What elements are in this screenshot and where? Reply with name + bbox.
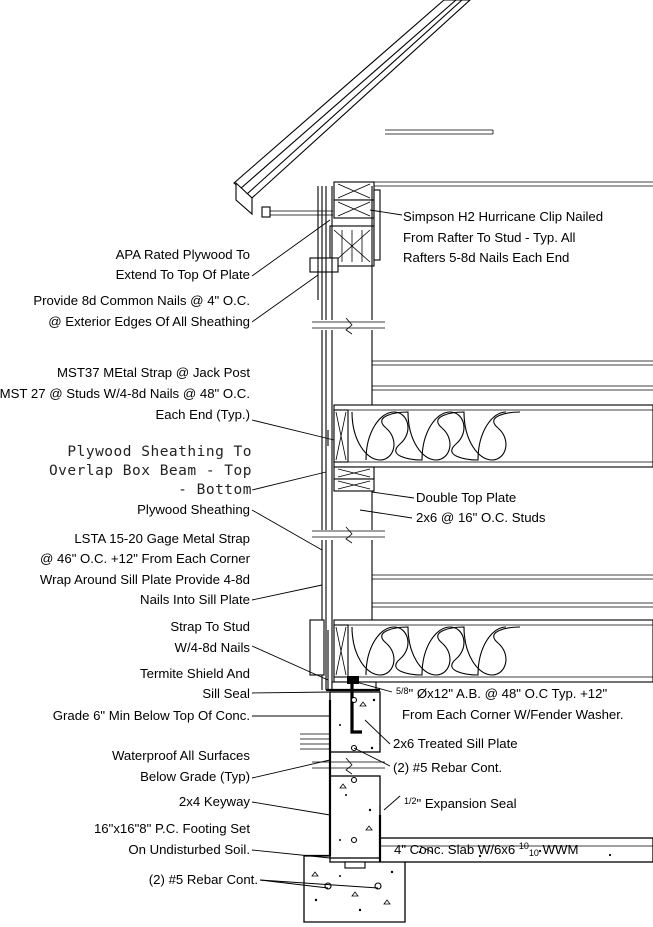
box-beam-lower [333,619,653,683]
footing [303,855,406,923]
svg-text:From Each Corner W/Fender Wash: From Each Corner W/Fender Washer. [402,707,624,722]
callout-keyway: 2x4 Keyway [179,794,251,809]
svg-text:2x4 Keyway: 2x4 Keyway [179,794,251,809]
callout-hurricane-clip: Simpson H2 Hurricane Clip Nailed From Ra… [403,209,603,265]
svg-text:LSTA 15-20 Gage Metal Strap: LSTA 15-20 Gage Metal Strap [74,531,250,546]
svg-text:W/4-8d Nails: W/4-8d Nails [175,640,251,655]
callout-grade: Grade 6" Min Below Top Of Conc. [53,708,250,723]
svg-text:Rafters 5-8d Nails Each End: Rafters 5-8d Nails Each End [403,250,569,265]
roof-rafter [233,0,471,218]
svg-text:Simpson H2 Hurricane Clip Nail: Simpson H2 Hurricane Clip Nailed [403,209,603,224]
lower-wall [309,408,385,690]
callout-termite-shield: Termite Shield And Sill Seal [140,666,250,701]
svg-text:Plywood Sheathing To: Plywood Sheathing To [67,444,252,460]
callout-waterproof: Waterproof All Surfaces Below Grade (Typ… [112,748,250,784]
svg-text:- Bottom: - Bottom [178,482,252,498]
svg-text:Termite Shield And: Termite Shield And [140,666,250,681]
callout-double-top-plate: Double Top Plate [416,490,516,505]
svg-text:4" Conc. Slab W/6x6 1010 WWM: 4" Conc. Slab W/6x6 1010 WWM [394,841,578,858]
callout-sill-plate: 2x6 Treated Sill Plate [393,736,518,751]
callout-apa-plywood: APA Rated Plywood To Extend To Top Of Pl… [116,247,250,282]
svg-text:Waterproof All Surfaces: Waterproof All Surfaces [112,748,250,763]
svg-text:MST37 MEtal Strap @ Jack Post: MST37 MEtal Strap @ Jack Post [57,365,250,380]
box-beam-upper [333,404,653,468]
callout-mst-strap: MST37 MEtal Strap @ Jack Post MST 27 @ S… [0,365,250,422]
svg-text:Provide 8d Common Nails @ 4" O: Provide 8d Common Nails @ 4" O.C. [33,293,250,308]
callout-rebar-wall: (2) #5 Rebar Cont. [393,760,502,775]
svg-text:(2) #5 Rebar Cont.: (2) #5 Rebar Cont. [393,760,502,775]
callout-lsta-strap: LSTA 15-20 Gage Metal Strap @ 46" O.C. +… [40,531,251,607]
ceiling-lines [372,129,653,187]
svg-text:From Rafter To Stud - Typ. All: From Rafter To Stud - Typ. All [403,230,576,245]
svg-text:Below Grade (Typ): Below Grade (Typ) [140,769,250,784]
svg-text:2x6 @ 16" O.C. Studs: 2x6 @ 16" O.C. Studs [416,510,546,525]
leader-lines [251,209,433,889]
upper-wall [312,186,385,408]
slab [378,805,653,863]
callout-slab: 4" Conc. Slab W/6x6 1010 WWM [394,841,578,858]
svg-text:Sill Seal: Sill Seal [202,686,250,701]
svg-text:Double Top Plate: Double Top Plate [416,490,516,505]
header-plates [309,181,381,273]
callout-plywood-sheathing: Plywood Sheathing [137,502,250,517]
svg-text:@ 46" O.C. +12" From Each Corn: @ 46" O.C. +12" From Each Corner [40,551,251,566]
svg-text:MST 27 @ Studs W/4-8d Nails @: MST 27 @ Studs W/4-8d Nails @ 48" O.C. [0,386,250,401]
svg-text:5/8" Øx12" A.B. @ 48" O.C Typ.: 5/8" Øx12" A.B. @ 48" O.C Typ. +12" [396,686,607,701]
svg-text:Grade 6" Min Below Top Of Conc: Grade 6" Min Below Top Of Conc. [53,708,250,723]
callout-overlap-box-beam: Plywood Sheathing To Overlap Box Beam - … [49,444,252,498]
svg-text:2x6 Treated Sill Plate: 2x6 Treated Sill Plate [393,736,518,751]
svg-text:Extend To Top Of Plate: Extend To Top Of Plate [116,267,250,282]
callout-strap-to-stud: Strap To Stud W/4-8d Nails [170,619,250,655]
svg-text:16"x16"8" P.C. Footing Set: 16"x16"8" P.C. Footing Set [94,821,250,836]
foundation-wall [300,676,385,859]
callout-expansion-seal: 1/2" Expansion Seal [404,796,517,811]
floor-joist-lines-lower [372,574,653,608]
svg-text:(2) #5 Rebar Cont.: (2) #5 Rebar Cont. [149,872,258,887]
svg-text:Wrap Around Sill Plate Provide: Wrap Around Sill Plate Provide 4-8d [40,572,250,587]
svg-text:Strap To Stud: Strap To Stud [170,619,250,634]
svg-text:On Undisturbed Soil.: On Undisturbed Soil. [128,842,250,857]
callout-8d-nails: Provide 8d Common Nails @ 4" O.C. @ Exte… [33,293,250,329]
svg-text:1/2" Expansion Seal: 1/2" Expansion Seal [404,796,517,811]
callout-studs: 2x6 @ 16" O.C. Studs [416,510,546,525]
svg-text:Overlap Box Beam - Top: Overlap Box Beam - Top [49,463,252,479]
callout-anchor-bolt: 5/8" Øx12" A.B. @ 48" O.C Typ. +12" From… [396,686,624,722]
svg-text:Nails Into Sill Plate: Nails Into Sill Plate [140,592,250,607]
callout-rebar-footing: (2) #5 Rebar Cont. [149,872,258,887]
svg-text:Plywood Sheathing: Plywood Sheathing [137,502,250,517]
svg-text:APA Rated Plywood To: APA Rated Plywood To [116,247,250,262]
svg-text:@ Exterior Edges Of All Sheath: @ Exterior Edges Of All Sheathing [48,314,250,329]
callout-footing: 16"x16"8" P.C. Footing Set On Undisturbe… [94,821,250,857]
svg-text:Each End (Typ.): Each End (Typ.) [155,407,250,422]
floor-joist-lines-upper [372,360,653,391]
